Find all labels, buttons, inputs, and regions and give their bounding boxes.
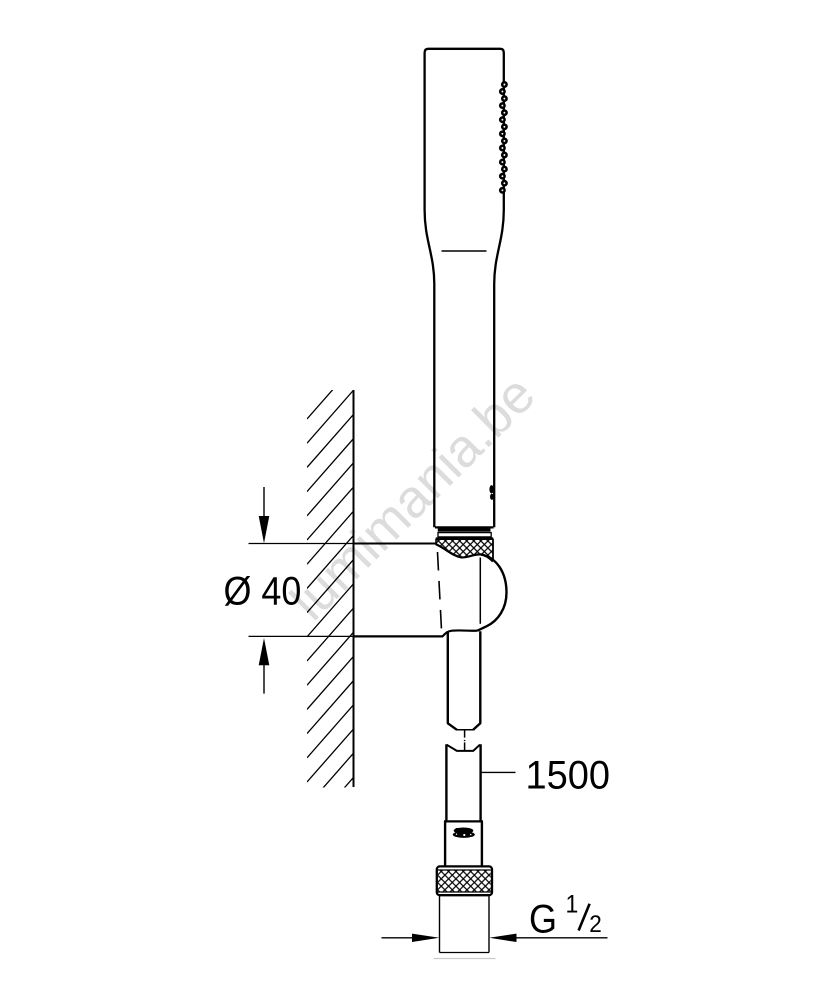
svg-text:G: G [529, 898, 557, 942]
svg-text:Ø 40: Ø 40 [224, 570, 302, 614]
svg-text:2: 2 [589, 910, 602, 937]
svg-text:1: 1 [566, 891, 579, 919]
svg-text:1500: 1500 [526, 754, 611, 798]
